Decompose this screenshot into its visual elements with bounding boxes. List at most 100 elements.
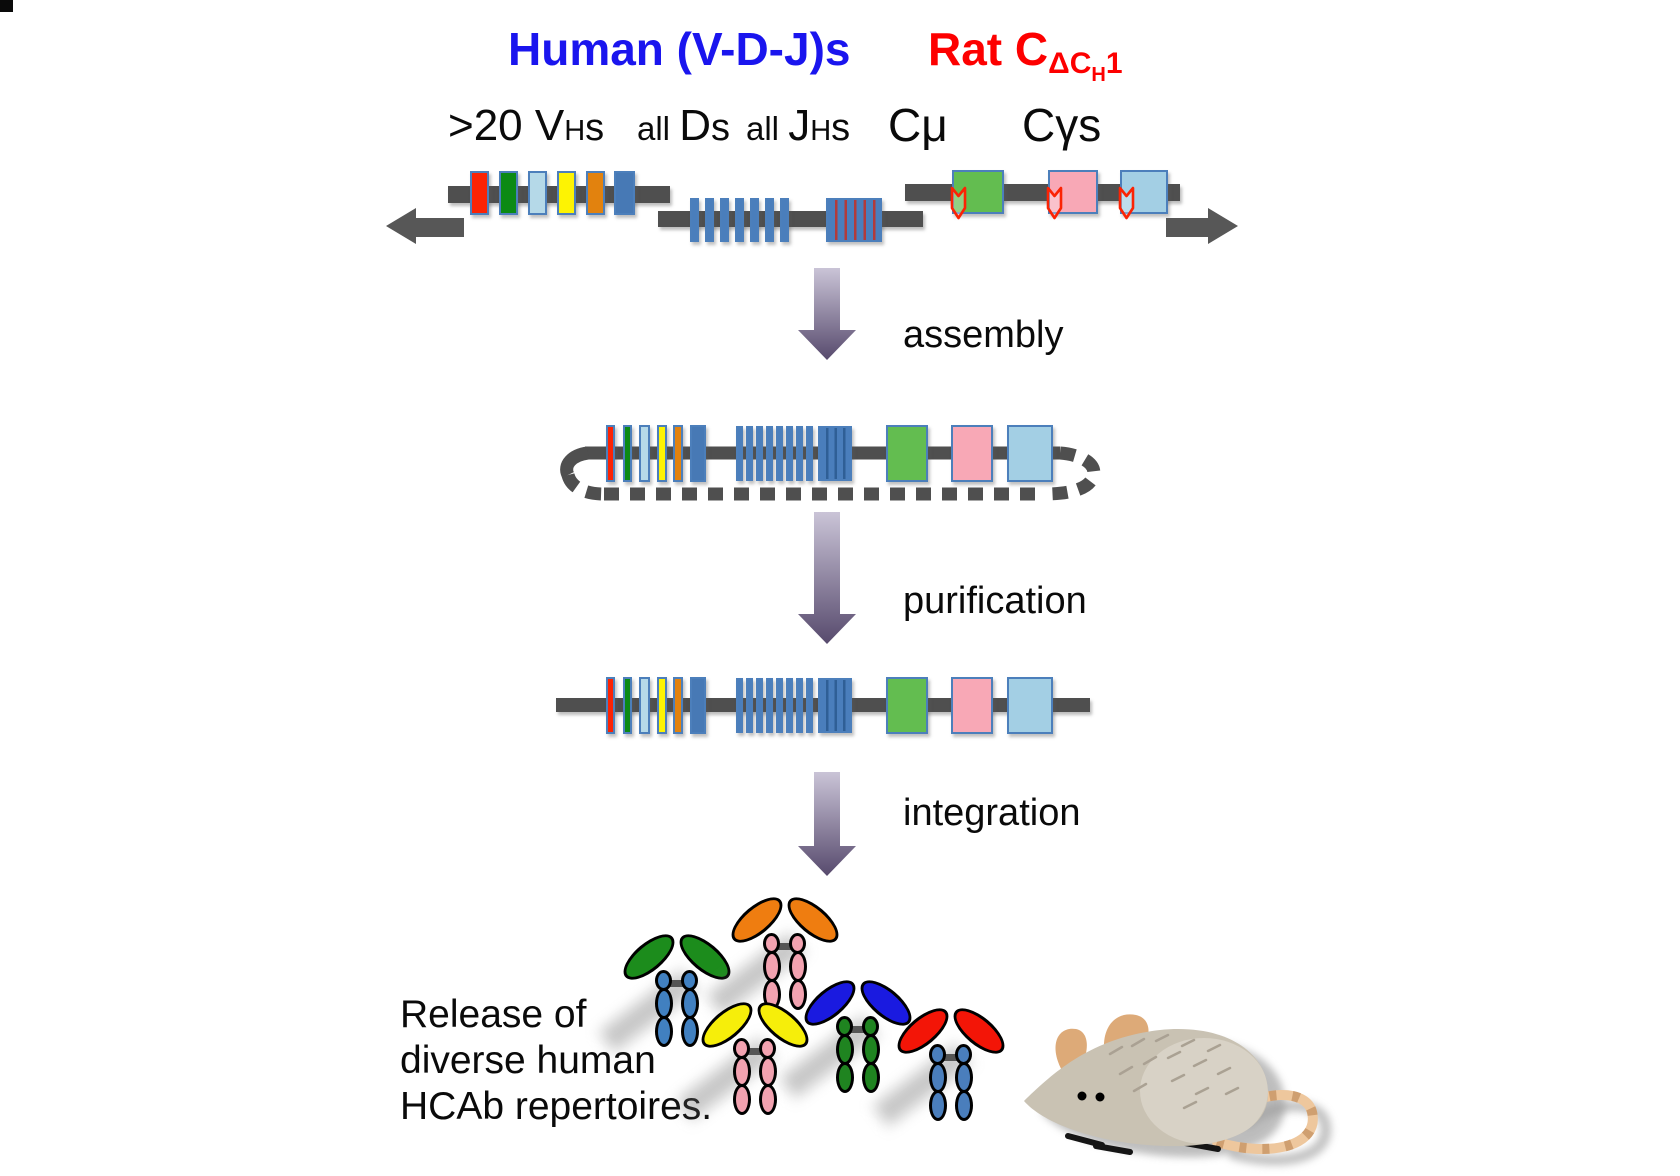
purification-arrow-icon [798, 512, 856, 644]
d-gene-segment [690, 198, 699, 242]
v-gene-segment [623, 677, 632, 734]
antibody-domain [836, 1062, 854, 1093]
marker-underline [0, 8, 13, 12]
v-gene-segment [673, 425, 683, 482]
antibody-domain [681, 1016, 699, 1047]
right-direction-arrow-icon [1208, 208, 1238, 244]
label-cg-pre: C [1022, 99, 1055, 151]
d-gene-segment [756, 678, 763, 733]
label-v-sub: H [564, 115, 585, 147]
d-gene-segment [796, 426, 803, 481]
c-gene-exon [1007, 425, 1053, 482]
rat-title-sub: ΔC [1048, 47, 1091, 80]
label-c-gamma: Cγs [1022, 98, 1101, 152]
v-gene-segment [623, 425, 632, 482]
antibody-domain [655, 1016, 673, 1047]
v-gene-segment [470, 171, 489, 215]
label-cg-post: s [1078, 99, 1101, 151]
antibody-domain [862, 1062, 880, 1093]
vector-dashed-left [568, 475, 604, 494]
d-gene-segment [705, 198, 714, 242]
label-cg-greek: γ [1055, 99, 1078, 151]
d-gene-segment [750, 198, 759, 242]
j-gene-cluster [826, 198, 882, 242]
antibody-domain [681, 988, 699, 1019]
rat-title-sub-end: 1 [1106, 47, 1123, 80]
label-j-sub: H [810, 115, 831, 147]
antibody-domain [655, 988, 673, 1019]
v-gene-segment [639, 677, 650, 734]
label-j-segments: all JHs [746, 101, 850, 151]
hcab-antibody-icon [896, 1014, 1006, 1134]
d-gene-segment [720, 198, 729, 242]
antibody-domain [733, 1084, 751, 1115]
release-line1: Release of [400, 993, 586, 1036]
v-gene-segment [690, 677, 706, 734]
v-gene-segment [639, 425, 650, 482]
vector-left-hook [567, 453, 588, 475]
label-d-pre: all [637, 110, 679, 147]
label-j-big: J [788, 101, 810, 150]
integration-arrow-icon [798, 772, 856, 876]
label-j-post: s [831, 107, 850, 149]
d-gene-segment [746, 678, 753, 733]
lox-site-marker-icon [1118, 186, 1135, 221]
d-gene-segment [786, 678, 793, 733]
d-gene-segment [776, 426, 783, 481]
d-gene-segment [806, 426, 813, 481]
d-gene-segment [766, 426, 773, 481]
v-gene-segment [606, 425, 615, 482]
v-gene-segment [673, 677, 683, 734]
label-d-segments: all Ds [637, 101, 730, 151]
assembly-arrow-icon [798, 268, 856, 360]
label-c-mu: Cμ [888, 98, 948, 152]
d-gene-segment [806, 678, 813, 733]
rat-title-subsub: H [1091, 64, 1105, 86]
c-gene-exon [951, 425, 993, 482]
d-gene-segment [786, 426, 793, 481]
rat-title-main: Rat C [928, 23, 1048, 75]
d-gene-segment [746, 426, 753, 481]
title-rat-c: Rat CΔCH1 [928, 22, 1123, 87]
release-line3: HCAb repertoires. [400, 1085, 712, 1128]
v-gene-segment [499, 171, 518, 215]
c-gene-exon [886, 677, 928, 734]
antibody-domain [733, 1056, 751, 1087]
v-gene-segment [557, 171, 576, 215]
v-gene-segment [586, 171, 605, 215]
j-gene-cluster [818, 678, 852, 733]
j-gene-cluster [818, 426, 852, 481]
d-gene-segment [756, 426, 763, 481]
v-gene-segment [606, 677, 615, 734]
label-d-post: s [711, 107, 730, 149]
label-v-segments: >20 VHs [448, 101, 604, 151]
v-gene-segment [528, 171, 547, 215]
left-arrow-shaft [412, 218, 464, 237]
label-d-big: D [679, 101, 711, 150]
lox-site-marker-icon [1046, 186, 1063, 221]
rat-eye-left [1078, 1092, 1087, 1101]
d-gene-segment [765, 198, 774, 242]
antibody-domain [759, 1056, 777, 1087]
antibody-domain [929, 1090, 947, 1121]
label-integration: integration [903, 792, 1080, 835]
title-human-vdj: Human (V-D-J)s [508, 22, 850, 76]
d-gene-segment [735, 198, 744, 242]
label-assembly: assembly [903, 314, 1064, 357]
lox-site-marker-icon [950, 186, 967, 221]
d-gene-segment [736, 678, 743, 733]
label-v-pre: >20 V [448, 101, 564, 150]
right-arrow-shaft [1166, 218, 1208, 237]
germline-locus-track [0, 0, 1680, 12]
label-purification: purification [903, 580, 1087, 623]
d-gene-segment [736, 426, 743, 481]
c-gene-exon [951, 677, 993, 734]
rat-eye-right [1096, 1093, 1105, 1102]
d-gene-segment [780, 198, 789, 242]
d-gene-segment [766, 678, 773, 733]
antibody-domain [955, 1090, 973, 1121]
v-gene-segment [690, 425, 706, 482]
label-v-post: s [585, 107, 604, 149]
v-gene-segment [657, 425, 667, 482]
